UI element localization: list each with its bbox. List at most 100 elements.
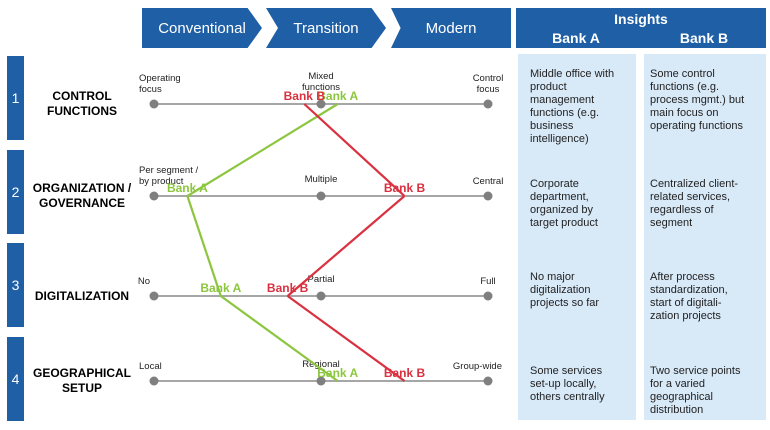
left-scale-label-line: No [138,276,150,287]
bank-b-marker: Bank B [384,181,426,195]
stage-conventional: Conventional [142,8,262,48]
row-number-4: 4 [7,337,24,421]
scale-point [149,99,159,109]
scale-point [316,376,326,386]
insight-line: digitalization [530,284,591,296]
insight-line: distribution [650,404,704,416]
row-title: DIGITALIZATION [28,289,136,304]
bank-a-connector [186,103,339,197]
left-scale-label: No [138,276,150,287]
middle-scale-label-line: functions [302,82,340,93]
insight-line: Corporate [530,178,579,190]
insight-line: zation projects [650,310,721,322]
scale-point [149,291,159,301]
right-scale-label-line: Central [473,176,504,187]
bank-a-marker: Bank A [317,366,358,380]
right-scale-label-line: Control [473,73,504,84]
insights-title: Insights [614,11,668,27]
middle-scale-label-line: Partial [308,274,335,285]
bank-b-connector [286,195,406,297]
insight-line: business [530,120,574,132]
insights-header: Insights Bank A Bank B [516,8,766,48]
row-number-3: 3 [7,243,24,327]
bank-b-marker: Bank B [384,366,426,380]
insight-bank-b: Centralized client-related services,rega… [650,178,762,230]
right-scale-label: Group-wide [453,361,502,372]
insight-line: Middle office with [530,68,615,80]
right-scale-label: Central [473,176,504,187]
bank-b-marker: Bank B [284,89,326,103]
row-number-2: 2 [7,150,24,234]
scale-point [149,191,159,201]
insight-line: segment [650,217,693,229]
left-scale-label-line: focus [139,84,162,95]
row-title-line: GEOGRAPHICAL [32,366,131,380]
right-scale-label-line: Full [480,276,495,287]
bank-a-marker: Bank A [200,281,241,295]
row-title-line: FUNCTIONS [47,104,117,118]
left-scale-label: Per segment /by product [139,165,198,187]
insight-line: product [530,81,567,93]
scale-point [316,191,326,201]
right-scale-label: Full [480,276,495,287]
left-scale-label-line: Local [139,361,162,372]
row-number-1: 1 [7,56,24,140]
insight-line: Centralized client- [650,178,739,190]
insight-line: management [530,94,595,106]
right-scale-label-line: Group-wide [453,361,502,372]
middle-scale-label: Partial [308,274,335,285]
insight-line: regardless of [650,204,714,216]
insight-line: department, [530,191,589,203]
stage-modern: Modern [391,8,511,48]
insight-line: functions (e.g. [530,107,600,119]
insight-line: intelligence) [530,133,589,145]
insight-line: geographical [650,391,713,403]
row-title: ORGANIZATION /GOVERNANCE [28,181,136,211]
row-title-line: ORGANIZATION / [32,181,132,195]
insight-line: After process [650,271,715,283]
insight-line: standardization, [650,284,728,296]
scale-point [483,376,493,386]
row-title-line: GOVERNANCE [38,196,125,210]
insight-line: start of digitali- [650,297,722,309]
insight-line: related services, [650,191,731,203]
insights-bank-b-header: Bank B [679,30,729,46]
stage-transition: Transition [266,8,386,48]
insights-panel-bank-b [644,54,766,420]
row-title-line: CONTROL [52,89,112,103]
scale-point [316,291,326,301]
insight-line: Some control [650,68,715,80]
insight-line: projects so far [530,297,600,309]
scale-point [483,99,493,109]
bank-a-connector [186,195,222,297]
middle-scale-label-line: Mixed [308,71,333,82]
right-scale-label-line: focus [477,84,500,95]
bank-b-marker: Bank B [267,281,309,295]
bank-b-connector [286,295,406,382]
row-title-line: SETUP [61,381,102,395]
scale-point [149,376,159,386]
left-scale-label-line: Per segment / [139,165,198,176]
row-title-line: DIGITALIZATION [34,288,130,303]
insight-line: for a varied [650,378,706,390]
insight-line: organized by [530,204,593,216]
left-scale-label-line: by product [139,176,184,187]
left-scale-label: Local [139,361,162,372]
scale-point [316,99,326,109]
bank-a-marker: Bank A [167,181,208,195]
insights-panel-bank-a [518,54,636,420]
scale-point [483,291,493,301]
insights-bank-a-header: Bank A [552,30,600,46]
bank-b-connector [303,103,406,197]
insight-line: operating functions [650,120,743,132]
